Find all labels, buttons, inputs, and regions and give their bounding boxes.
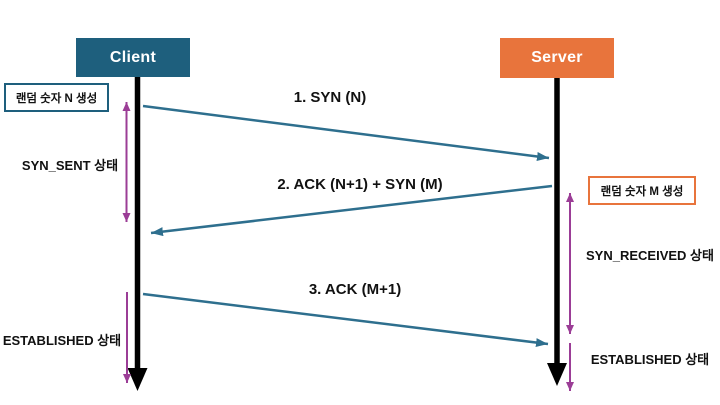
message-label-syn: 1. SYN (N): [293, 89, 367, 106]
client-actor-label: Client: [109, 48, 157, 66]
client-syn-sent-state-label: SYN_SENT 상태: [21, 158, 119, 173]
message-label-ack: 3. ACK (M+1): [308, 281, 402, 298]
arrow-ack-syn: [150, 184, 553, 237]
arrow-syn: [142, 104, 550, 161]
client-actor-box: Client: [76, 38, 190, 77]
server-established-state-label: ESTABLISHED 상태: [590, 352, 710, 367]
server-syn-received-state-label: SYN_RECEIVED 상태: [586, 248, 714, 263]
message-label-ack-syn: 2. ACK (N+1) + SYN (M): [277, 176, 443, 193]
server-actor-label: Server: [531, 49, 583, 66]
server-random-number-note-label: 랜덤 숫자 M 생성: [600, 185, 684, 198]
client-established-state-label: ESTABLISHED 상태: [2, 333, 122, 348]
server-actor-box: Server: [500, 38, 614, 78]
server-random-number-note: 랜덤 숫자 M 생성: [588, 176, 696, 205]
client-random-number-note: 랜덤 숫자 N 생성: [4, 83, 109, 112]
client-random-number-note-label: 랜덤 숫자 N 생성: [15, 92, 98, 105]
arrow-ack: [142, 292, 549, 347]
